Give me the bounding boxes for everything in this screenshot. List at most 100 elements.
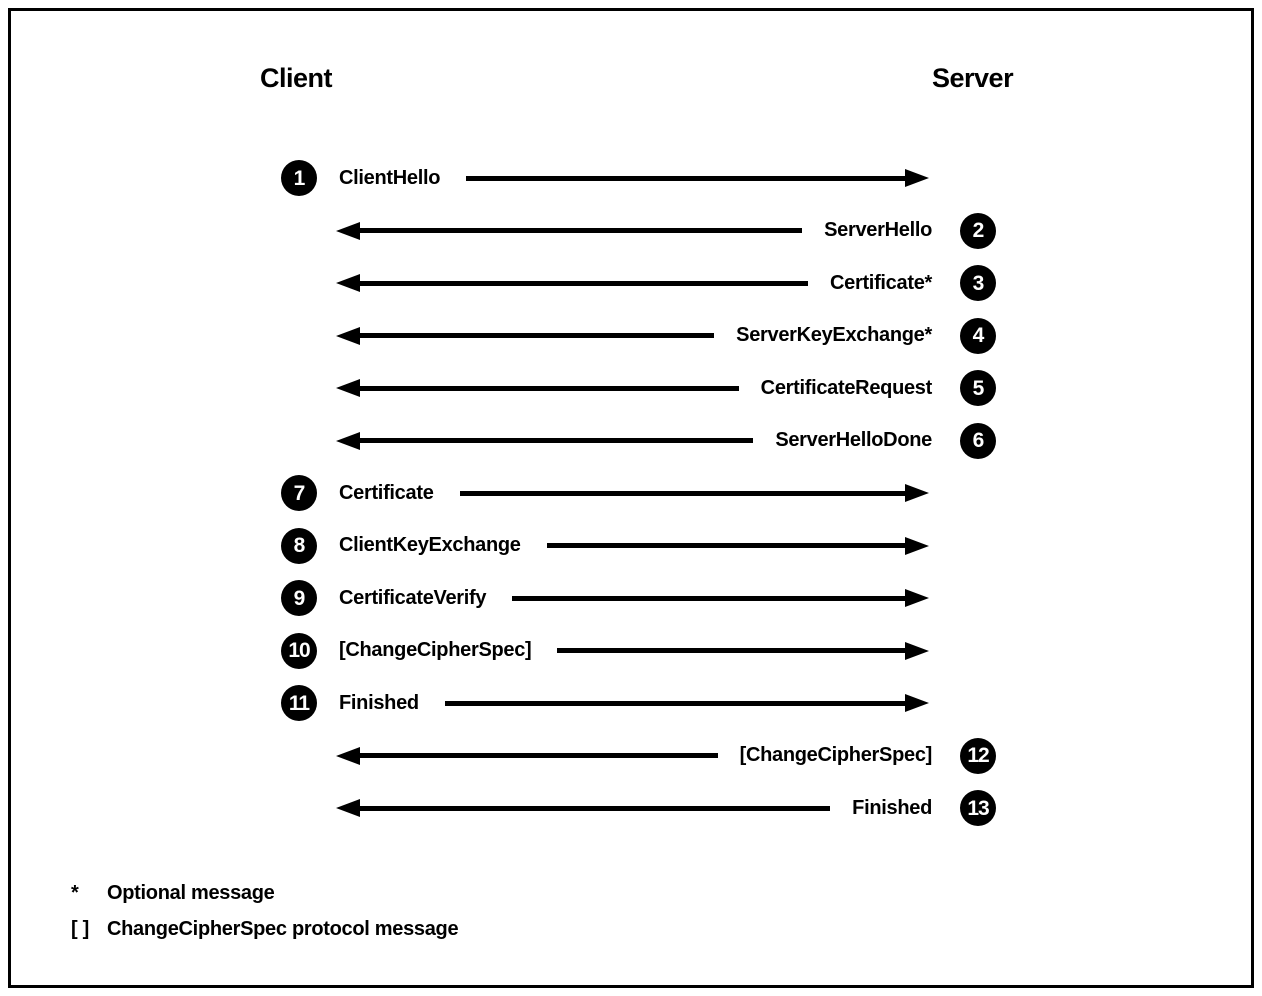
legend-item-changecipherspec: [ ] ChangeCipherSpec protocol message [71, 911, 459, 947]
arrow-shaft [459, 490, 905, 496]
message-label: CertificateRequest [760, 376, 933, 399]
legend: * Optional message [ ] ChangeCipherSpec … [71, 875, 459, 947]
arrow-head [336, 274, 360, 293]
message-row: Finished 13 [281, 782, 996, 835]
message-label: Finished [852, 796, 932, 819]
step-badge: 8 [281, 527, 317, 564]
arrow-shaft [360, 753, 718, 759]
arrow-left-icon [336, 274, 808, 293]
arrow-head [336, 746, 360, 765]
step-badge: 1 [281, 160, 317, 197]
legend-text: ChangeCipherSpec protocol message [107, 917, 459, 940]
message-row: 8 ClientKeyExchange [281, 520, 996, 573]
message-label: ServerHello [824, 219, 932, 242]
step-badge: 10 [281, 632, 317, 669]
step-number: 8 [293, 534, 306, 558]
arrow-left-icon [336, 746, 718, 765]
step-badge: 13 [960, 790, 996, 827]
message-row: [ChangeCipherSpec] 12 [281, 730, 996, 783]
arrow-head [336, 431, 360, 450]
step-number: 1 [293, 166, 306, 190]
arrow-right-icon [444, 694, 929, 713]
step-number: 2 [972, 219, 985, 243]
arrow-head [336, 221, 360, 240]
legend-item-optional: * Optional message [71, 875, 458, 911]
arrow-shaft [512, 595, 905, 601]
arrow-left-icon [336, 221, 803, 240]
arrow-head [905, 536, 929, 555]
message-row: Certificate* 3 [281, 257, 996, 310]
step-number: 4 [972, 324, 985, 348]
arrow-right-icon [512, 589, 929, 608]
arrow-head [905, 694, 929, 713]
arrow-shaft [360, 805, 831, 811]
arrow-shaft [546, 543, 905, 549]
arrow-head [905, 589, 929, 608]
step-number: 11 [288, 691, 310, 715]
message-label: ClientKeyExchange [339, 534, 521, 557]
arrow-right-icon [466, 169, 929, 188]
server-column-header: Server [932, 63, 1014, 93]
arrow-shaft [360, 333, 715, 339]
step-number: 5 [972, 376, 985, 400]
arrow-left-icon [336, 379, 739, 398]
arrow-shaft [360, 385, 739, 391]
arrow-head [336, 379, 360, 398]
step-badge: 9 [281, 580, 317, 617]
legend-symbol: * [71, 881, 79, 904]
arrow-head [905, 641, 929, 660]
client-column-header: Client [260, 63, 333, 93]
arrow-head [905, 484, 929, 503]
message-row: 1 ClientHello [281, 152, 996, 205]
message-label: ServerKeyExchange* [736, 324, 932, 347]
message-row: ServerKeyExchange* 4 [281, 310, 996, 363]
arrow-left-icon [336, 326, 715, 345]
arrow-left-icon [336, 799, 831, 818]
step-badge: 7 [281, 475, 317, 512]
arrow-shaft [466, 175, 905, 181]
message-label: ServerHelloDone [775, 429, 932, 452]
step-number: 6 [972, 429, 985, 453]
message-row: 9 CertificateVerify [281, 572, 996, 625]
step-number: 7 [293, 481, 306, 505]
message-row: 11 Finished [281, 677, 996, 730]
message-label: CertificateVerify [339, 586, 487, 609]
message-label: ClientHello [339, 166, 441, 189]
step-badge: 11 [281, 685, 317, 722]
step-badge: 4 [960, 317, 996, 354]
step-number: 12 [967, 744, 989, 768]
arrow-right-icon [546, 536, 929, 555]
message-label: Certificate [339, 481, 434, 504]
message-label: [ChangeCipherSpec] [339, 639, 532, 662]
step-badge: 3 [960, 265, 996, 302]
arrow-shaft [557, 648, 905, 654]
arrow-head [336, 326, 360, 345]
step-badge: 6 [960, 422, 996, 459]
message-label: [ChangeCipherSpec] [739, 744, 933, 767]
arrow-right-icon [557, 641, 929, 660]
arrow-shaft [360, 228, 803, 234]
arrow-shaft [360, 280, 808, 286]
message-row: 7 Certificate [281, 467, 996, 520]
diagram-border: Client Server 1 ClientHello ServerHello … [8, 8, 1254, 988]
arrow-right-icon [459, 484, 929, 503]
handshake-message-list: 1 ClientHello ServerHello 2 Certificate*… [281, 152, 996, 835]
arrow-head [905, 169, 929, 188]
step-number: 9 [293, 586, 306, 610]
legend-text: Optional message [107, 881, 275, 904]
step-number: 13 [967, 796, 989, 820]
step-badge: 5 [960, 370, 996, 407]
message-row: 10 [ChangeCipherSpec] [281, 625, 996, 678]
message-label: Finished [339, 691, 419, 714]
legend-symbol: [ ] [71, 917, 89, 940]
message-row: ServerHello 2 [281, 205, 996, 258]
arrow-head [336, 799, 360, 818]
step-badge: 12 [960, 737, 996, 774]
arrow-shaft [444, 700, 905, 706]
message-row: CertificateRequest 5 [281, 362, 996, 415]
arrow-shaft [360, 438, 754, 444]
message-label: Certificate* [830, 271, 932, 294]
message-row: ServerHelloDone 6 [281, 415, 996, 468]
step-number: 10 [288, 639, 310, 663]
step-badge: 2 [960, 212, 996, 249]
